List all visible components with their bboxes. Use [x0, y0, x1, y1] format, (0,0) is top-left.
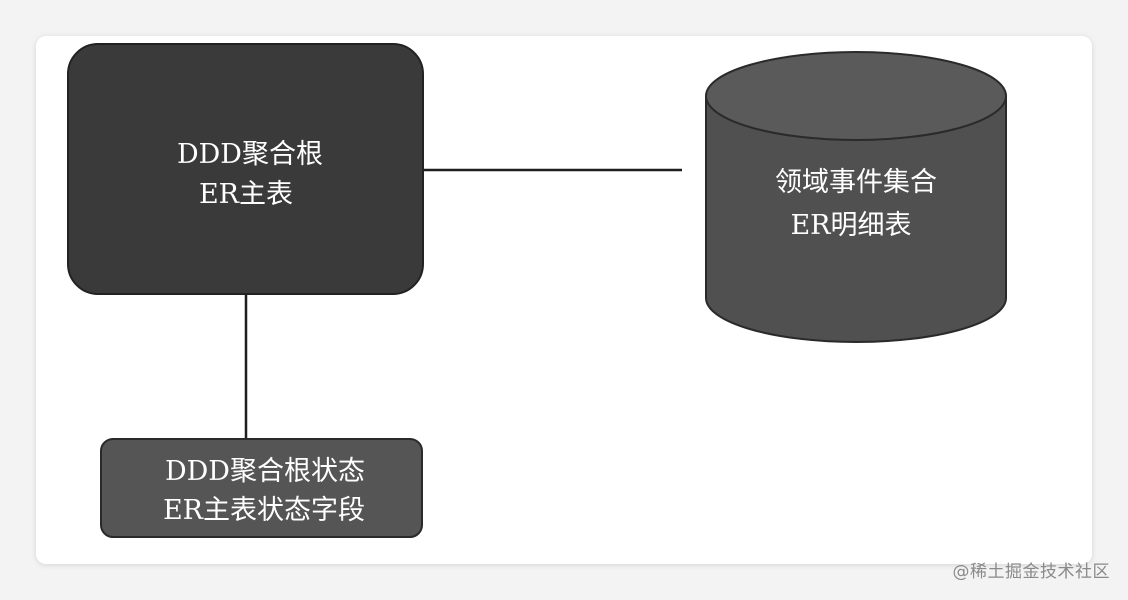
aggregate-root-subtitle: ER主表 — [199, 179, 293, 210]
aggregate-root-node: DDD聚合根 ER主表 — [67, 43, 424, 295]
aggregate-state-node: DDD聚合根状态 ER主表状态字段 — [100, 438, 423, 538]
domain-events-cylinder: 领域事件集合 ER明细表 — [705, 51, 1007, 343]
aggregate-state-title: DDD聚合根状态 — [165, 456, 365, 487]
domain-events-subtitle: ER明细表 — [790, 210, 911, 241]
domain-events-title: 领域事件集合 — [775, 167, 937, 198]
aggregate-state-subtitle: ER主表状态字段 — [163, 495, 365, 526]
watermark-text: @稀土掘金技术社区 — [952, 562, 1110, 582]
aggregate-root-title: DDD聚合根 — [177, 139, 323, 170]
